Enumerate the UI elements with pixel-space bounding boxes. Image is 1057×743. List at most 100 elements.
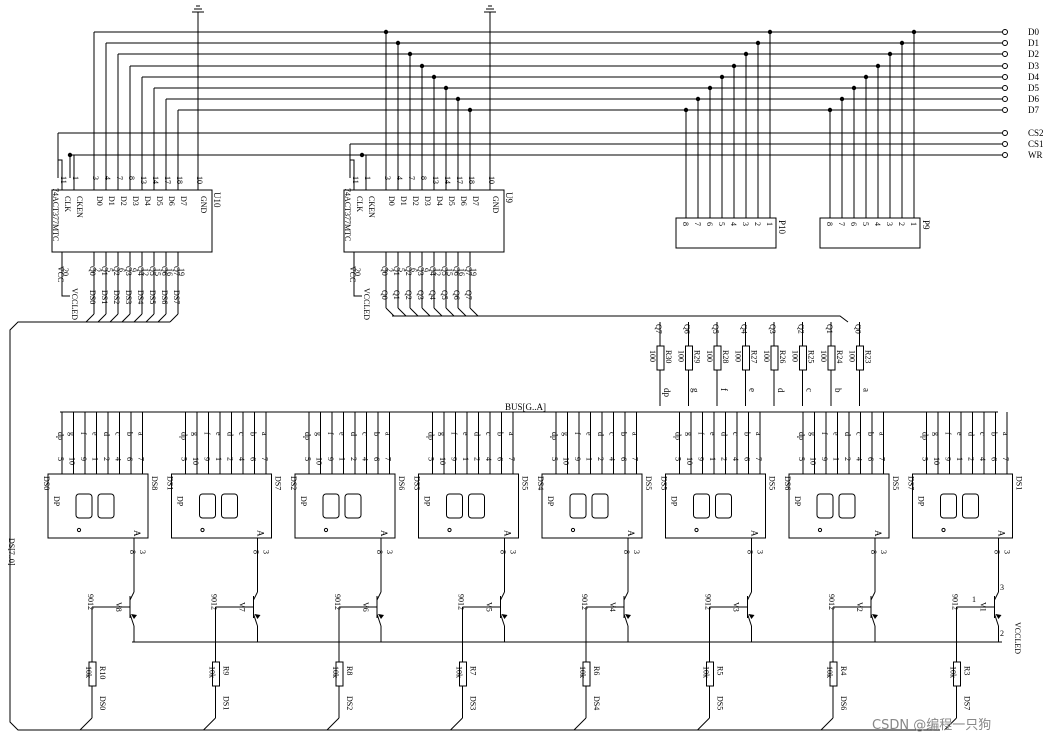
segment-name: d bbox=[102, 432, 111, 436]
decimal-point bbox=[323, 527, 329, 533]
anode-pin: 3 bbox=[632, 550, 641, 554]
latch-body bbox=[343, 189, 505, 253]
base-resistor bbox=[953, 661, 961, 687]
junction-dot bbox=[863, 74, 869, 80]
res-net-label: Q4 bbox=[740, 324, 749, 334]
seven-seg-glyph bbox=[468, 493, 485, 519]
digit-ref: DS1 bbox=[166, 476, 175, 490]
seven-seg-glyph bbox=[75, 493, 93, 519]
junction-dot bbox=[431, 74, 437, 80]
segment-pin: 4 bbox=[237, 457, 246, 461]
digit-ref: DS5 bbox=[660, 476, 669, 490]
res-value: 100 bbox=[791, 350, 800, 362]
segment-pin: 1 bbox=[955, 457, 964, 461]
segment-pin: 5 bbox=[550, 457, 559, 461]
latch-pin-number: 13 bbox=[139, 176, 148, 184]
v1-pin: 1 bbox=[972, 595, 976, 604]
segment-pin: 4 bbox=[114, 457, 123, 461]
segment-name: dp bbox=[550, 432, 559, 440]
latch-pin-name: Q5 bbox=[148, 266, 157, 276]
latch-pin-name: D2 bbox=[119, 196, 128, 206]
ds-bus-entry bbox=[85, 313, 95, 323]
transistor-collector bbox=[623, 591, 629, 601]
junction-dot bbox=[383, 29, 389, 35]
anode-pin: 8 bbox=[375, 550, 384, 554]
segment-name: dp bbox=[303, 432, 312, 440]
digit-side-ref: DS5 bbox=[768, 476, 777, 490]
drive-bus-entry bbox=[820, 717, 834, 731]
segment-name: a bbox=[1001, 432, 1010, 436]
segment-name: e bbox=[832, 432, 841, 436]
segment-name: c bbox=[855, 432, 864, 436]
segment-pin: 7 bbox=[878, 457, 887, 461]
res-net-label: Q5 bbox=[711, 324, 720, 334]
segment-pin: 7 bbox=[137, 457, 146, 461]
digit-dp-label: DP bbox=[299, 496, 308, 507]
drive-bus-entry bbox=[944, 717, 957, 731]
digit-side-ref: DS5 bbox=[521, 476, 530, 490]
latch-pin-name: VCC bbox=[56, 266, 65, 282]
segment-name: d bbox=[473, 432, 482, 436]
segment-pin: 9 bbox=[203, 457, 212, 461]
transistor-ref: V2 bbox=[855, 602, 864, 612]
segment-name: e bbox=[585, 432, 594, 436]
ds-bus bbox=[9, 321, 940, 731]
control-label: CS2 bbox=[1028, 128, 1044, 138]
drive-label: DS4 bbox=[592, 696, 601, 710]
res-ref: R27 bbox=[750, 350, 759, 363]
base-res-value: 10k bbox=[578, 666, 587, 678]
latch-pin-number: 8 bbox=[127, 176, 136, 180]
latch-pin-name: Q2 bbox=[112, 266, 121, 276]
ds-bus-entry bbox=[97, 313, 107, 323]
q-output-label: Q3 bbox=[416, 290, 425, 300]
segment-name: f bbox=[203, 432, 212, 435]
resistor-body bbox=[685, 345, 693, 371]
res-net-label: Q2 bbox=[797, 324, 806, 334]
anode-pin: 8 bbox=[622, 550, 631, 554]
transistor-part: 9012 bbox=[333, 594, 342, 610]
segment-pin: 9 bbox=[450, 457, 459, 461]
base-res-ref: R3 bbox=[963, 666, 972, 675]
drive-label: DS0 bbox=[98, 696, 107, 710]
segment-name: e bbox=[91, 432, 100, 436]
segment-pin: 4 bbox=[855, 457, 864, 461]
transistor-part: 9012 bbox=[457, 594, 466, 610]
latch-pin-number: 3 bbox=[383, 176, 392, 180]
transistor-ref: V8 bbox=[114, 602, 123, 612]
latch-pin-number: 6 bbox=[117, 268, 126, 272]
latch-pin-name: CKEN bbox=[367, 196, 376, 218]
wire bbox=[58, 159, 63, 178]
ds-output-label: DS3 bbox=[124, 290, 133, 304]
header-pin-number: 5 bbox=[717, 222, 726, 226]
segment-pin: 6 bbox=[496, 457, 505, 461]
seven-seg-glyph bbox=[322, 493, 340, 519]
latch-pin-number: 18 bbox=[175, 176, 184, 184]
segment-name: g bbox=[438, 432, 447, 436]
transistor-collector bbox=[870, 591, 876, 601]
transistor-ref: V6 bbox=[361, 602, 370, 612]
base-res-ref: R8 bbox=[345, 666, 354, 675]
vccled-label: VCCLED bbox=[1013, 622, 1022, 654]
latch-pin-number: 20 bbox=[61, 268, 70, 276]
segment-pin: 6 bbox=[619, 457, 628, 461]
base-res-ref: R4 bbox=[839, 666, 848, 675]
latch-pin-name: Q5 bbox=[440, 266, 449, 276]
latch-pin-name: Q7 bbox=[464, 266, 473, 276]
latch-pin-number: 15 bbox=[153, 268, 162, 276]
latch-pin-name: Q0 bbox=[88, 266, 97, 276]
base-res-ref: R7 bbox=[469, 666, 478, 675]
emitter-arrow bbox=[995, 614, 1002, 619]
segment-name: dp bbox=[427, 432, 436, 440]
anode-pin: 8 bbox=[252, 550, 261, 554]
drive-label: DS5 bbox=[716, 696, 725, 710]
latch-pin-number: 1 bbox=[363, 176, 372, 180]
latch-pin-name: D5 bbox=[447, 196, 456, 206]
segment-pin: 4 bbox=[484, 457, 493, 461]
base-resistor bbox=[582, 661, 591, 687]
segment-name: b bbox=[619, 432, 628, 436]
latch-pin-name: GND bbox=[199, 196, 208, 214]
digit-side-ref: DS7 bbox=[274, 476, 283, 490]
segment-pin: 7 bbox=[384, 457, 393, 461]
bus-terminal bbox=[1002, 96, 1008, 102]
anode-pin: 3 bbox=[1003, 550, 1012, 554]
